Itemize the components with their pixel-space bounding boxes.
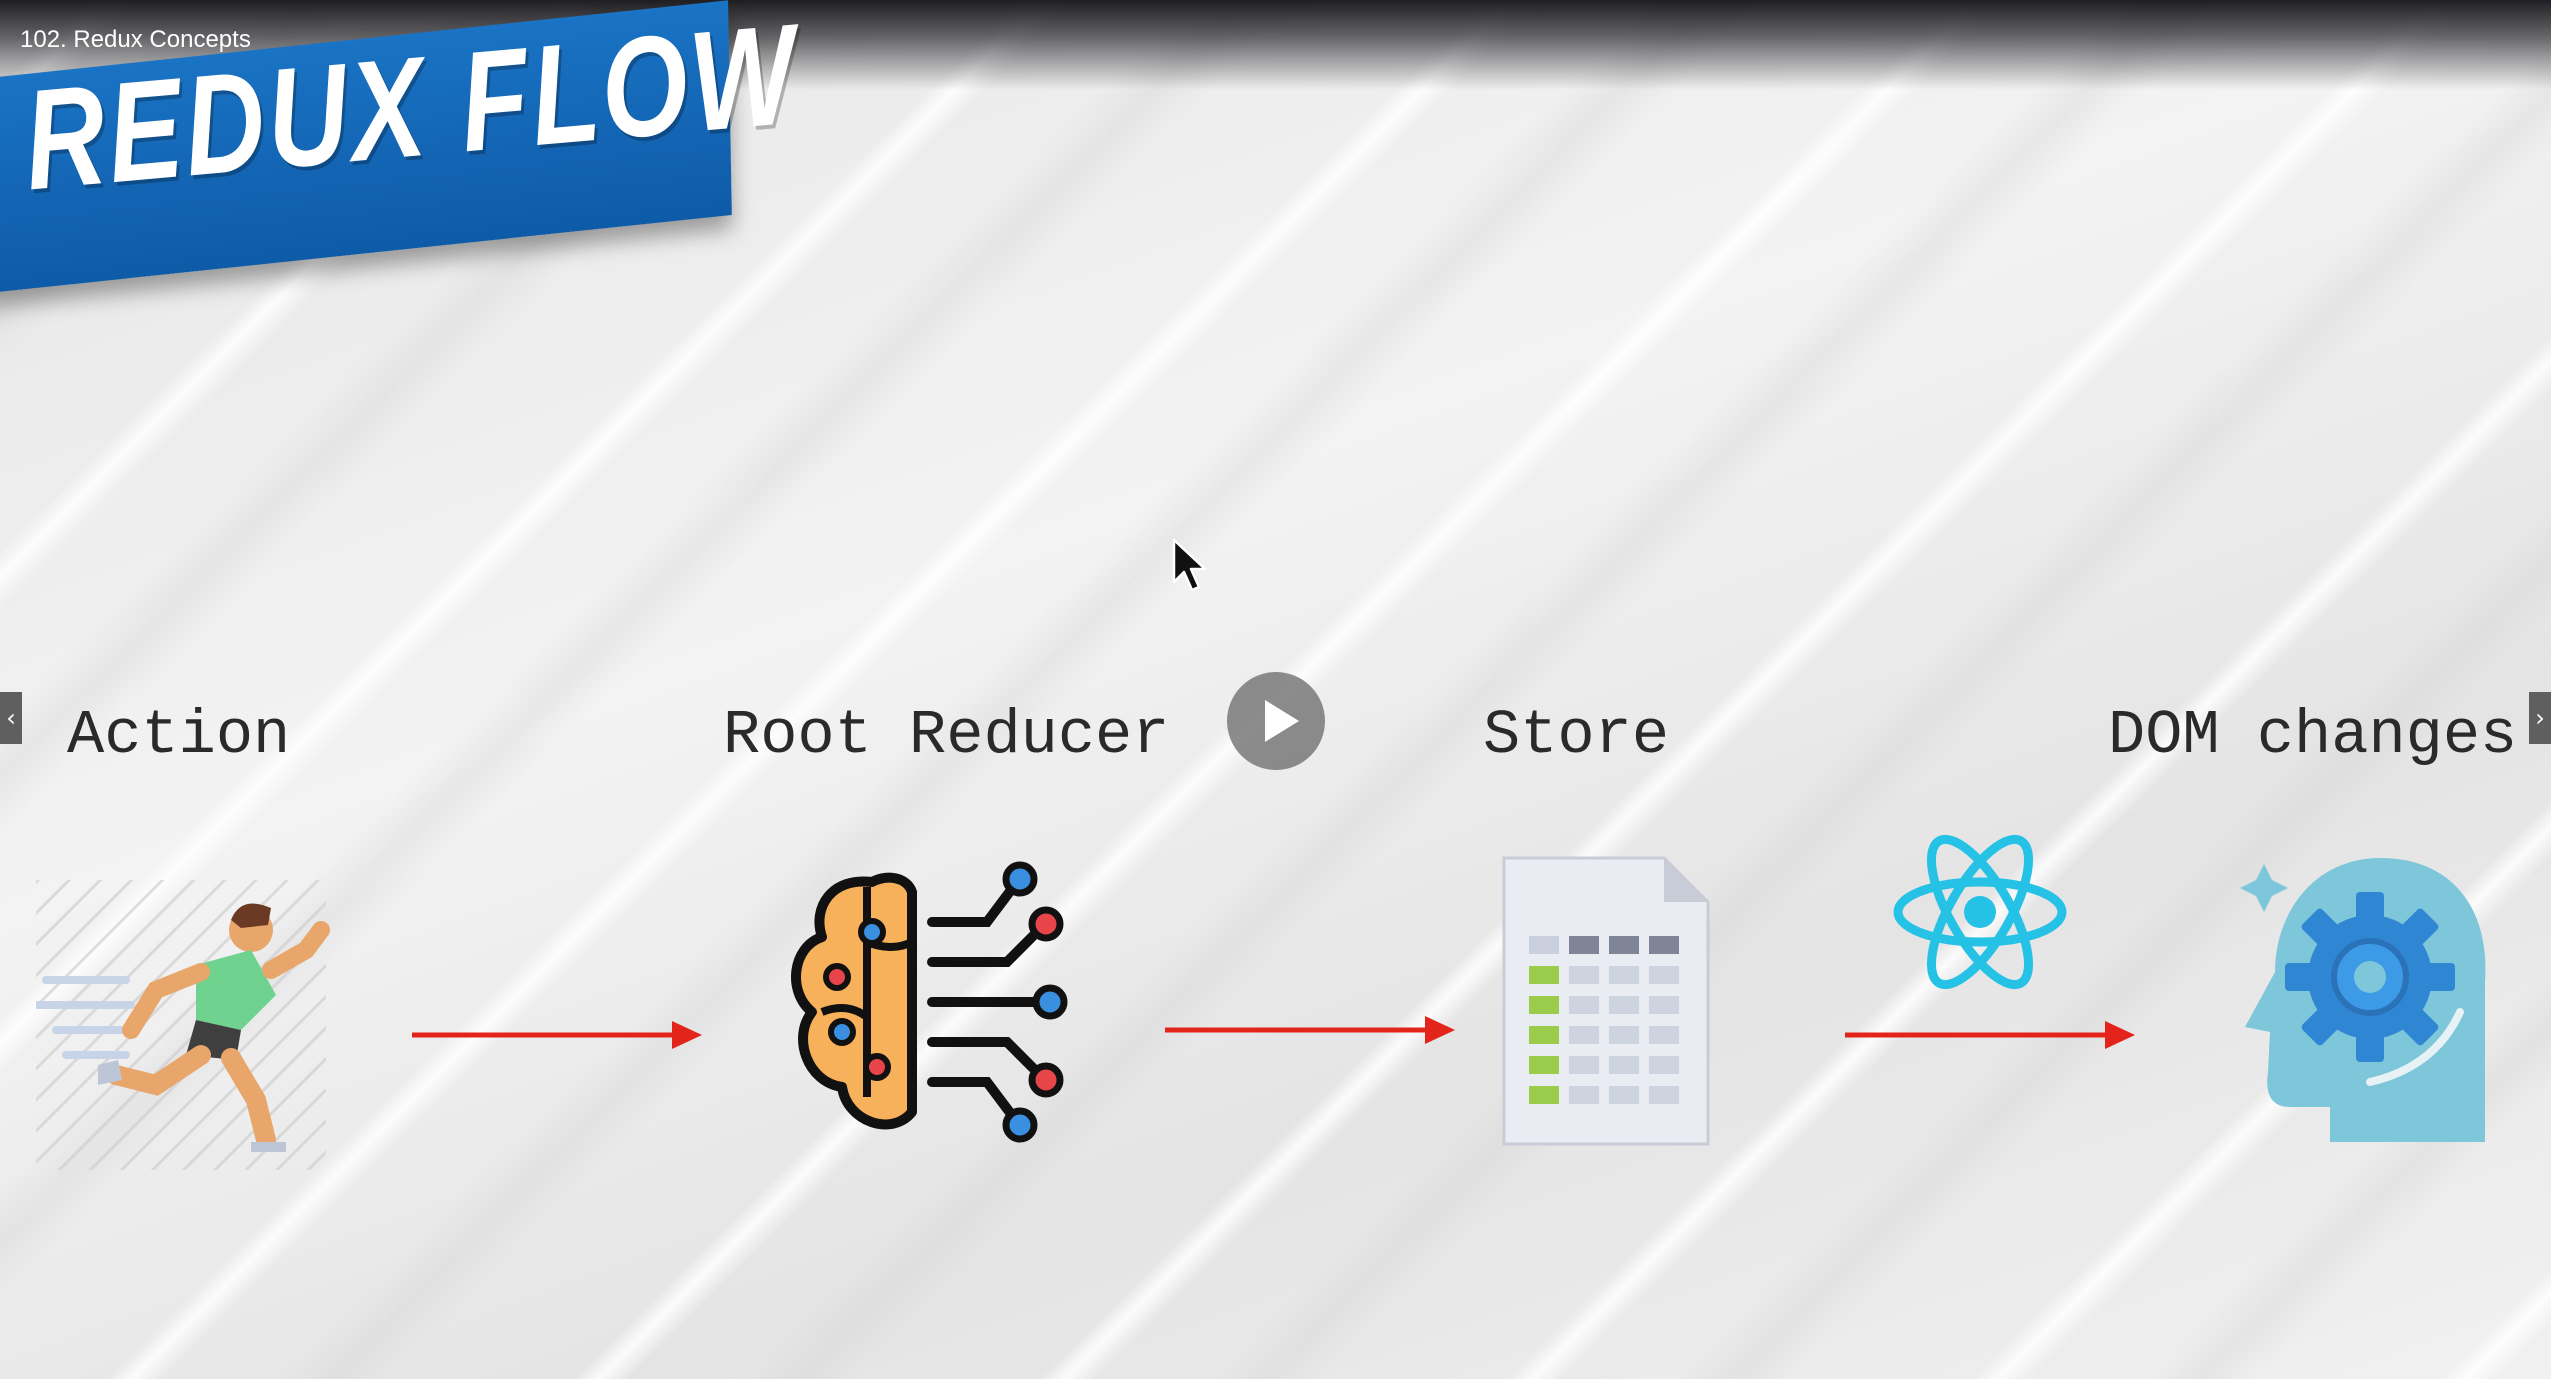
- flow-arrow-2: [1165, 1016, 1455, 1044]
- step-label-store: Store: [1483, 700, 1670, 771]
- head-gear-icon: [2240, 858, 2486, 1142]
- spreadsheet-document-icon: [1502, 856, 1710, 1146]
- react-logo-icon: [1893, 834, 2067, 990]
- brain-circuit-icon: [791, 861, 1068, 1143]
- running-person-icon: [36, 880, 330, 1170]
- step-label-dom-changes: DOM changes: [2108, 700, 2518, 771]
- chevron-right-icon: ›: [2535, 704, 2545, 732]
- flow-arrow-1: [412, 1021, 702, 1049]
- mouse-cursor-icon: [1172, 538, 1207, 592]
- flow-arrow-3: [1845, 1021, 2135, 1049]
- step-label-action: Action: [67, 700, 291, 771]
- prev-slide-button[interactable]: ‹: [0, 692, 22, 744]
- play-icon: [1265, 700, 1299, 742]
- video-title: 102. Redux Concepts: [20, 26, 251, 53]
- next-slide-button[interactable]: ›: [2529, 692, 2551, 744]
- chevron-left-icon: ‹: [6, 704, 16, 732]
- play-button[interactable]: [1227, 672, 1325, 770]
- step-label-root-reducer: Root Reducer: [723, 700, 1170, 771]
